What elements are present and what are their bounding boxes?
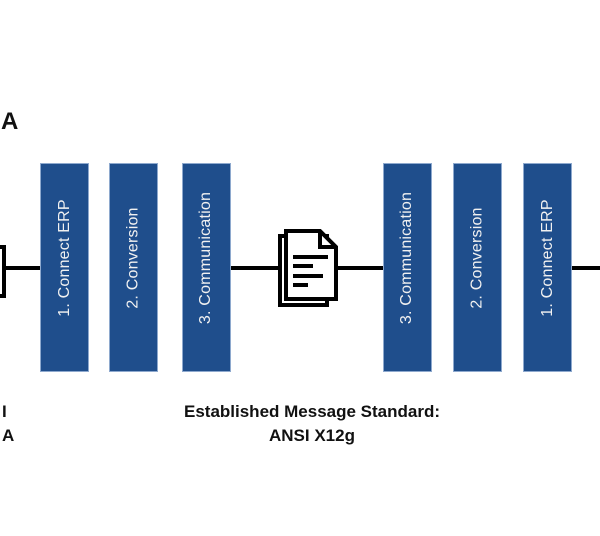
company-a-label: A xyxy=(1,108,19,135)
cutoff-system-box-icon xyxy=(0,245,6,298)
caption-line1: Established Message Standard: xyxy=(183,402,441,421)
bar-label: 2. Conversion xyxy=(468,206,486,309)
left-caption-line2: A xyxy=(2,426,15,445)
bar-label: 3. Communication xyxy=(398,191,416,324)
process-bar-connect-erp-left: 1. Connect ERP xyxy=(40,163,89,372)
process-bar-communication-right: 3. Communication xyxy=(383,163,432,372)
left-caption-line1: I xyxy=(2,402,7,421)
process-bar-conversion-left: 2. Conversion xyxy=(109,163,158,372)
connector-line-left xyxy=(4,266,41,270)
connector-line-mid-right xyxy=(334,266,384,270)
message-standard-caption: Established Message Standard: ANSI X12g xyxy=(132,400,492,448)
left-caption-partial: I A xyxy=(2,400,14,448)
connector-line-mid-left xyxy=(231,266,283,270)
document-stack-icon xyxy=(278,229,338,307)
process-bar-conversion-right: 2. Conversion xyxy=(453,163,502,372)
process-bar-connect-erp-right: 1. Connect ERP xyxy=(523,163,572,372)
bar-label: 1. Connect ERP xyxy=(55,198,73,317)
bar-label: 3. Communication xyxy=(197,191,215,324)
caption-line2: ANSI X12g xyxy=(269,426,355,445)
process-bar-communication-left: 3. Communication xyxy=(182,163,231,372)
bar-label: 1. Connect ERP xyxy=(538,198,556,317)
connector-line-right xyxy=(571,266,600,270)
bar-label: 2. Conversion xyxy=(124,206,142,309)
